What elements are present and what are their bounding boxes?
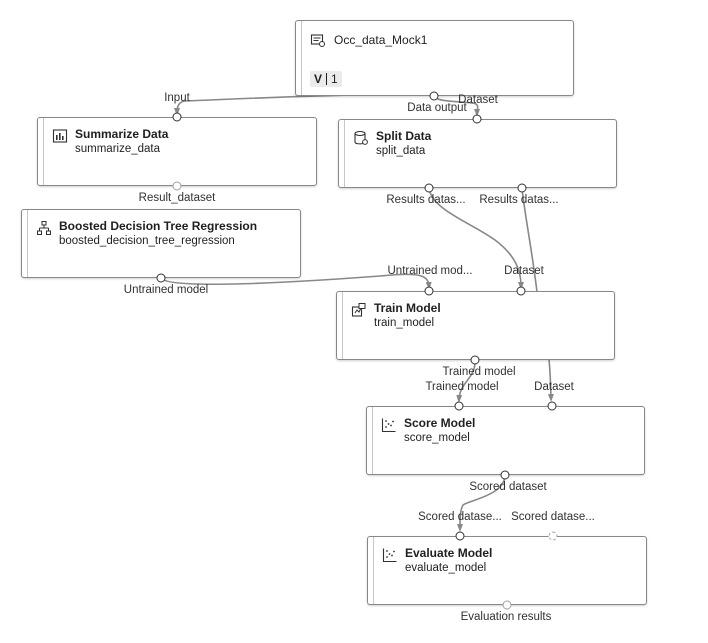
port-label: Trained model xyxy=(425,381,499,393)
bar-chart-icon xyxy=(52,128,68,144)
score-output-port[interactable] xyxy=(500,470,510,480)
port-label: Dataset xyxy=(504,265,544,277)
port-label: Scored datase... xyxy=(418,511,502,523)
port-label: Untrained mod... xyxy=(387,265,473,277)
node-name: score_model xyxy=(404,432,470,444)
summarize-output-port[interactable] xyxy=(172,181,182,191)
node-title: Summarize Data xyxy=(75,127,169,141)
scatter-icon xyxy=(382,547,398,563)
score-input-port-1[interactable] xyxy=(454,401,464,411)
dataset-output-port[interactable] xyxy=(429,91,439,101)
node-name: evaluate_model xyxy=(405,562,487,574)
version-value: 1 xyxy=(331,72,338,86)
boosted-decision-tree-node[interactable]: Boosted Decision Tree Regression boosted… xyxy=(21,209,301,278)
scatter-icon xyxy=(381,417,397,433)
node-title: Evaluate Model xyxy=(405,546,493,560)
node-title: Score Model xyxy=(404,416,476,430)
split-input-port[interactable] xyxy=(472,114,482,124)
port-label: Input xyxy=(164,92,190,104)
port-label: Untrained model xyxy=(123,284,209,296)
train-icon xyxy=(351,302,367,318)
node-name: summarize_data xyxy=(75,143,161,155)
split-data-node[interactable]: Split Data split_data xyxy=(338,119,617,188)
boosted-output-port[interactable] xyxy=(156,273,166,283)
train-input-port-2[interactable] xyxy=(516,286,526,296)
tree-icon xyxy=(36,220,52,236)
node-title: Boosted Decision Tree Regression xyxy=(59,219,258,233)
node-name: boosted_decision_tree_regression xyxy=(59,235,235,247)
node-title: Split Data xyxy=(376,129,432,143)
evaluate-output-port[interactable] xyxy=(502,600,512,610)
dataset-title: Occ_data_Mock1 xyxy=(334,33,428,47)
dataset-icon xyxy=(310,32,326,48)
node-name: split_data xyxy=(376,145,426,157)
split-output-port-1[interactable] xyxy=(424,183,434,193)
score-model-node[interactable]: Score Model score_model xyxy=(366,406,645,475)
version-badge[interactable]: V 1 xyxy=(310,71,342,87)
train-output-port[interactable] xyxy=(470,355,480,365)
evaluate-input-port-1[interactable] xyxy=(455,531,465,541)
port-label: Dataset xyxy=(534,381,574,393)
evaluate-input-port-2[interactable] xyxy=(548,531,558,541)
port-label: Data output xyxy=(407,102,467,114)
summarize-input-port[interactable] xyxy=(172,112,182,122)
wire-dataset-to-summarize xyxy=(174,93,435,116)
train-input-port-1[interactable] xyxy=(424,286,434,296)
node-title: Train Model xyxy=(374,301,441,315)
port-label: Result_dataset xyxy=(138,192,216,204)
port-label: Trained model xyxy=(442,366,516,378)
port-label: Scored datase... xyxy=(511,511,595,523)
port-label: Results datas... xyxy=(386,194,466,206)
train-model-node[interactable]: Train Model train_model xyxy=(336,291,615,360)
version-label: V xyxy=(314,73,328,85)
evaluate-model-node[interactable]: Evaluate Model evaluate_model xyxy=(367,536,647,605)
cylinder-icon xyxy=(353,130,369,146)
score-input-port-2[interactable] xyxy=(547,401,557,411)
port-label: Scored dataset xyxy=(469,481,547,493)
port-label: Evaluation results xyxy=(460,611,552,623)
port-label: Results datas... xyxy=(479,194,559,206)
node-name: train_model xyxy=(374,317,435,329)
summarize-data-node[interactable]: Summarize Data summarize_data xyxy=(37,117,317,186)
dataset-node[interactable]: Occ_data_Mock1 V 1 xyxy=(295,20,574,96)
port-label: Dataset xyxy=(458,94,498,106)
split-output-port-2[interactable] xyxy=(517,183,527,193)
